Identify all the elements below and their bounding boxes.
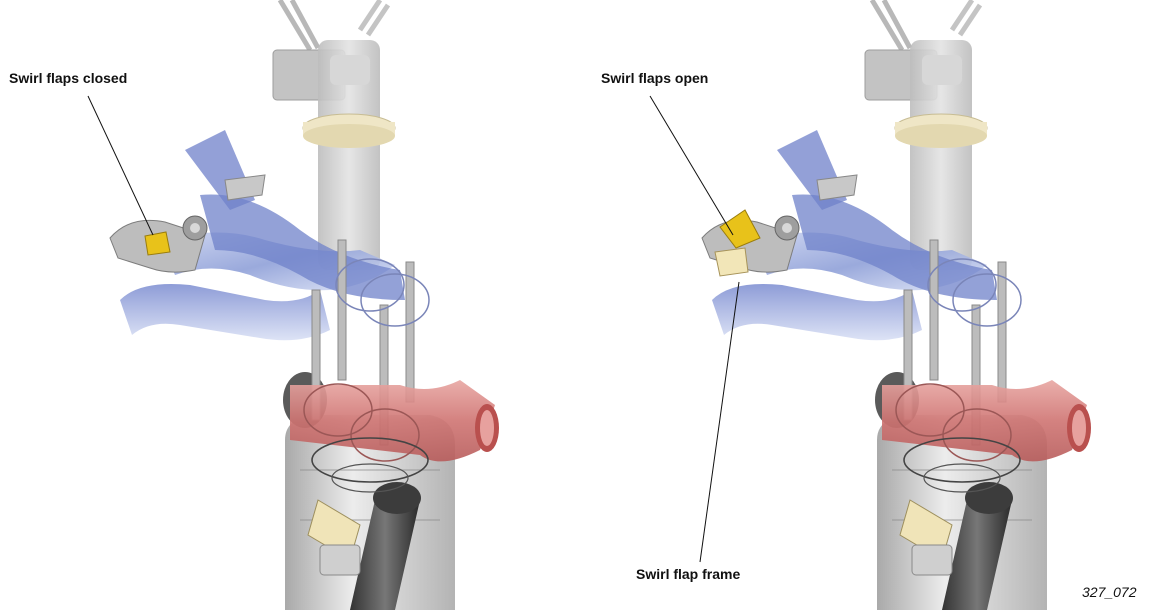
callout-swirl-flap-frame: Swirl flap frame bbox=[636, 566, 740, 582]
leader-line-closed bbox=[88, 96, 153, 235]
swirl-flap-frame-shape bbox=[715, 248, 748, 276]
leader-line-frame bbox=[700, 282, 739, 562]
swirl-flap-closed-shape bbox=[145, 232, 170, 255]
figure-number: 327_072 bbox=[1082, 584, 1137, 600]
callout-swirl-flaps-closed: Swirl flaps closed bbox=[9, 70, 127, 86]
engine-illustration-closed bbox=[110, 0, 499, 610]
leader-line-open bbox=[650, 96, 733, 235]
engine-illustration-open bbox=[702, 0, 1091, 610]
callout-swirl-flaps-open: Swirl flaps open bbox=[601, 70, 708, 86]
